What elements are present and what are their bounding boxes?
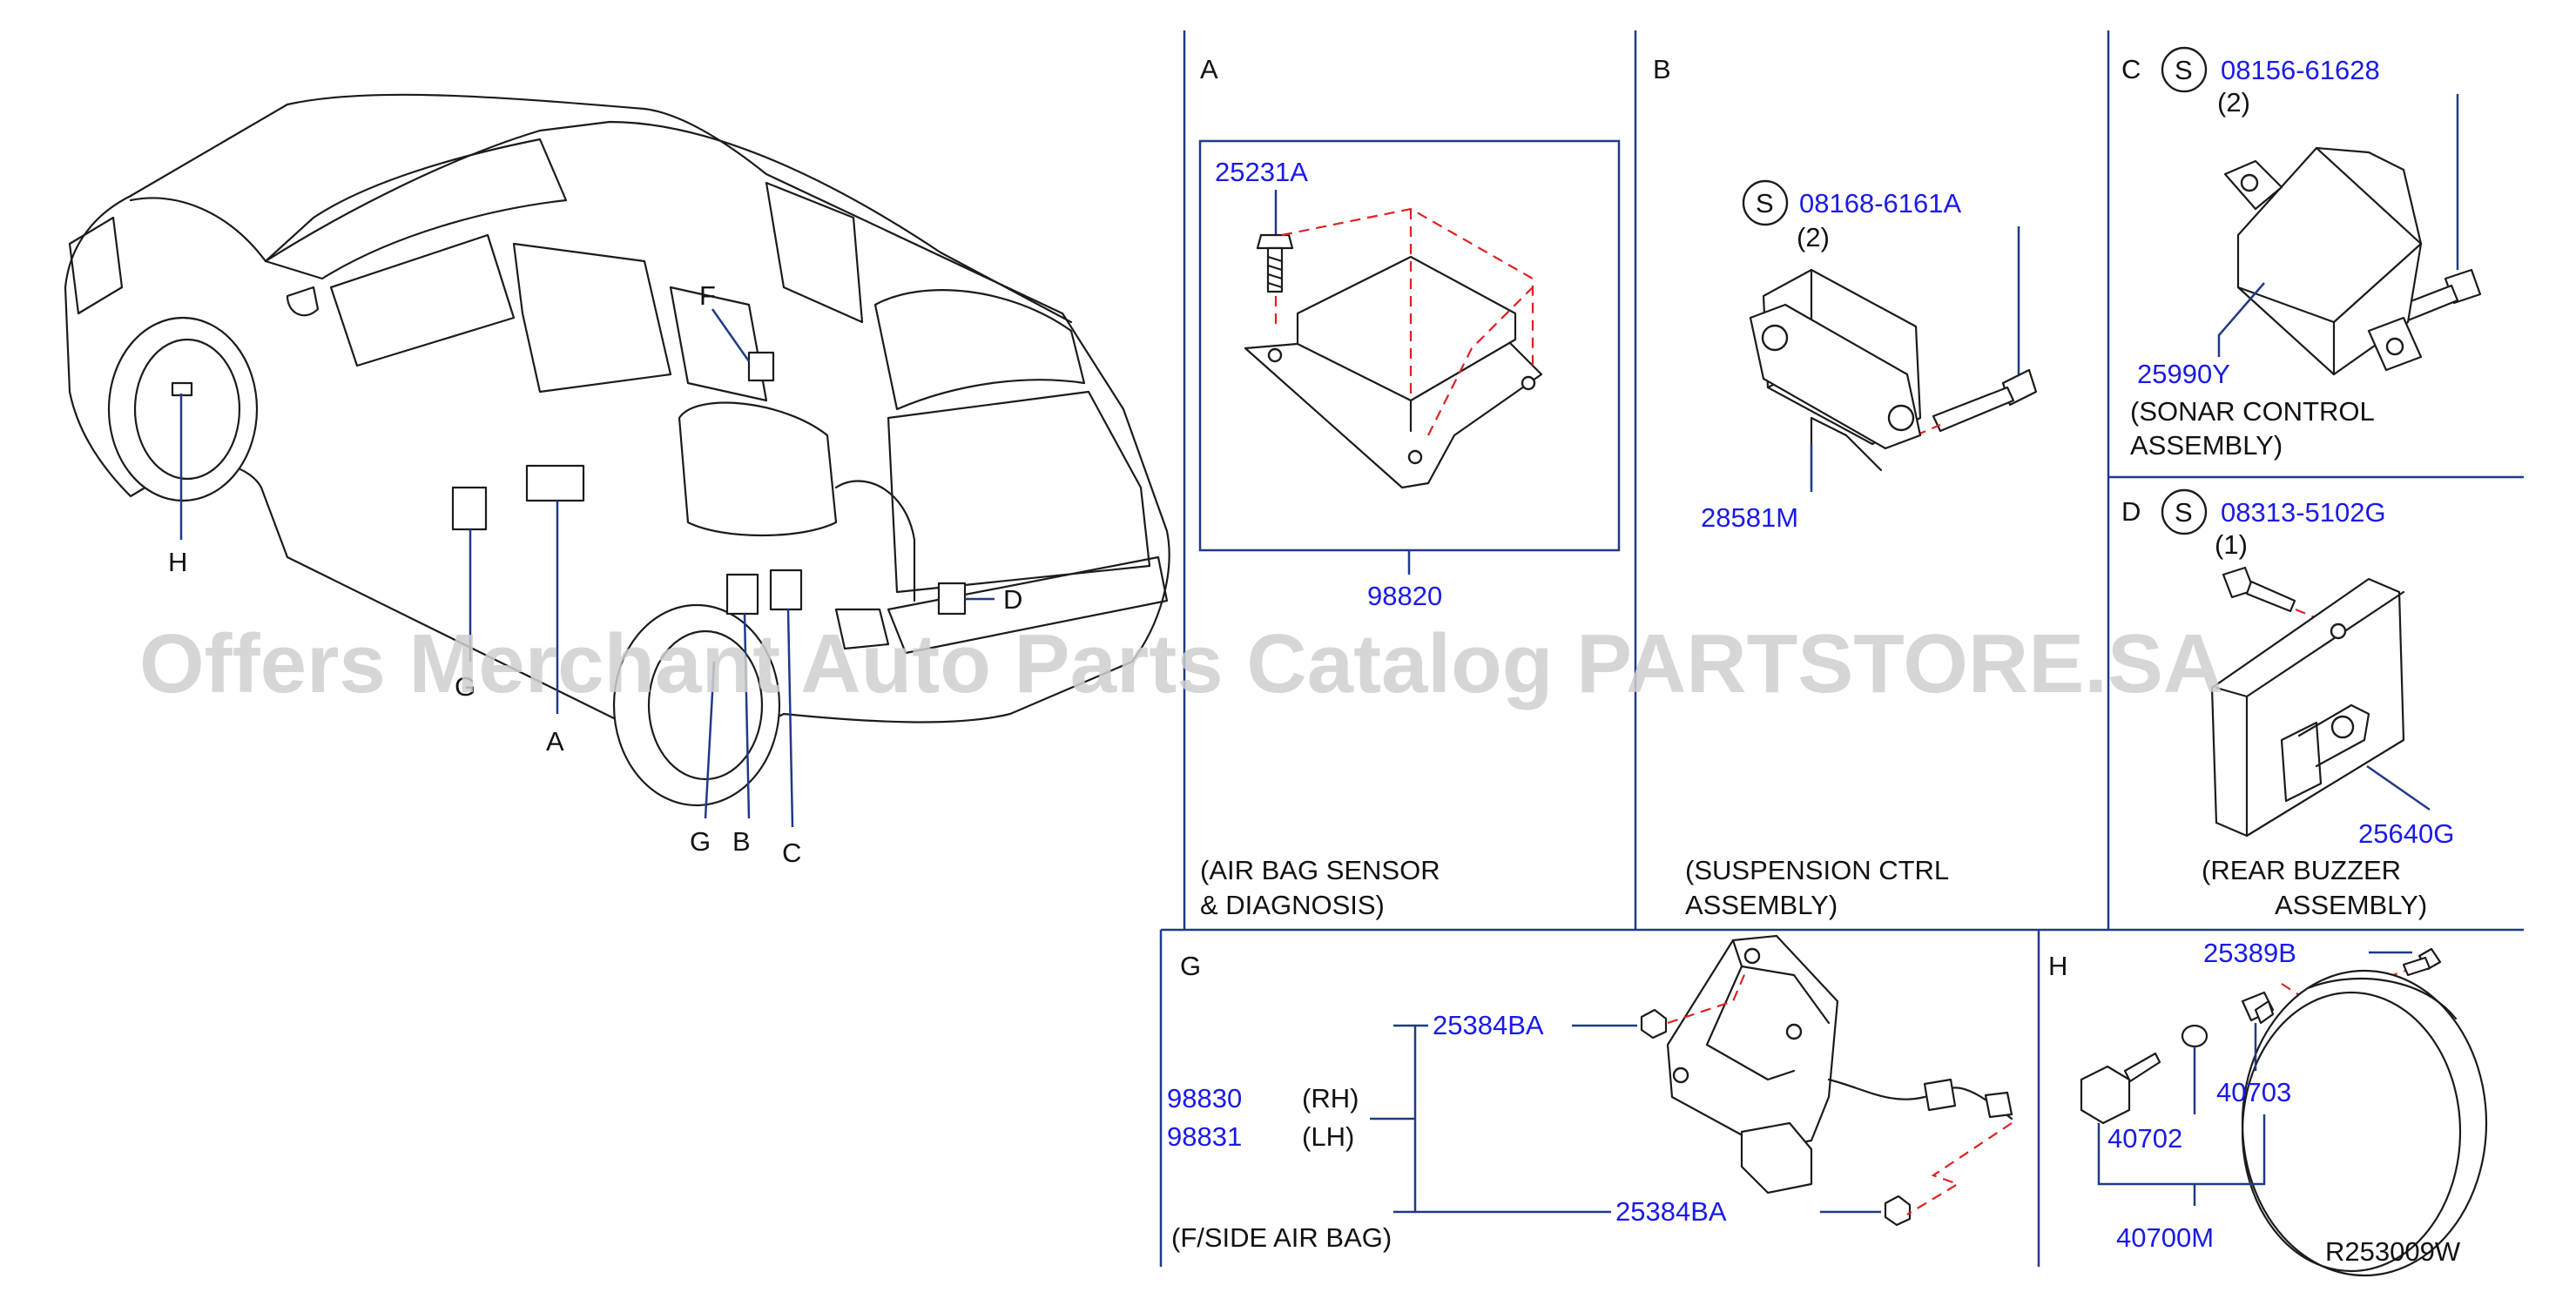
callout-a: A [546, 726, 564, 757]
part-40703: 40703 [2216, 1077, 2291, 1107]
part-25990Y: 25990Y [2137, 359, 2230, 389]
callout-f: F [699, 280, 716, 311]
s-symbol-c [2161, 46, 2208, 93]
panel-g-caption: (F/SIDE AIR BAG) [1171, 1222, 1392, 1253]
panel-d-letter: D [2121, 496, 2141, 527]
sonar-control-module-icon [2223, 146, 2423, 376]
module-c-box [769, 569, 803, 611]
callout-g-upper: G [455, 671, 475, 702]
watermark-text: Offers Merchant Auto Parts Catalog PARTS… [139, 617, 2223, 710]
grommet-icon [2181, 1024, 2208, 1048]
wheel-rim-icon [2241, 969, 2488, 1277]
callout-h: H [168, 547, 187, 577]
side-rh: (RH) [1302, 1083, 1359, 1114]
part-25389B: 25389B [2203, 938, 2296, 968]
tire-pressure-sensor-icon [2080, 1052, 2161, 1125]
callout-d: D [1003, 584, 1022, 615]
panel-h: H 25389B 40703 40702 407 [2048, 938, 2488, 1277]
part-28581M: 28581M [1701, 502, 1798, 533]
panel-g: G 98830 (RH) 98831 (LH) 25384BA 25384BA … [1167, 934, 2013, 1253]
s-symbol-d-text: S [2175, 497, 2193, 528]
valve-stem-icon [2241, 991, 2275, 1025]
bolt-icon [2222, 566, 2317, 620]
rear-buzzer-icon [2210, 577, 2405, 838]
panel-h-letter: H [2048, 951, 2067, 981]
panel-c-letter: C [2121, 54, 2141, 84]
panel-c-caption-1: (SONAR CONTROL [2130, 396, 2375, 427]
screw-08156-61628: 08156-61628 [2221, 55, 2380, 85]
part-98831: 98831 [1167, 1121, 1242, 1152]
bolt-icon [1915, 368, 2038, 437]
bolt-icon [2368, 268, 2482, 332]
module-b-box [725, 573, 759, 616]
s-symbol-b-text: S [1756, 188, 1774, 219]
panel-b-letter: B [1653, 54, 1671, 84]
part-40700M: 40700M [2116, 1222, 2214, 1253]
callout-g-lower: G [690, 826, 711, 857]
panel-b-caption-2: ASSEMBLY) [1685, 890, 1838, 920]
bolt-icon [1256, 233, 1294, 293]
panel-a-caption-2: & DIAGNOSIS) [1200, 890, 1385, 920]
vehicle-callouts: F H D G A B C G [168, 280, 1022, 868]
part-40702: 40702 [2107, 1123, 2182, 1154]
screw-08168-6161A: 08168-6161A [1799, 188, 1961, 219]
screw-08313-5102G: 08313-5102G [2221, 497, 2386, 528]
panel-b: B S 08168-6161A (2) 28581M (SUSPENSION C… [1653, 54, 2038, 920]
qty-d: (1) [2215, 529, 2248, 560]
panel-d: D S 08313-5102G (1) 25640G (REAR BUZZER … [2121, 488, 2454, 920]
part-25640G: 25640G [2358, 818, 2454, 849]
module-g-box [451, 486, 488, 531]
s-symbol-c-text: S [2175, 55, 2193, 85]
panel-c-caption-2: ASSEMBLY) [2130, 430, 2283, 461]
panel-a: A 25231A 98820 (AIR BAG SENSOR & DIAGNOS… [1198, 54, 1621, 920]
callout-b-upper: B [732, 826, 751, 857]
part-25384BA-upper: 25384BA [1433, 1010, 1544, 1040]
diagram-code: R253009W [2325, 1236, 2461, 1267]
s-symbol-b [1742, 179, 1789, 226]
module-d-box [937, 582, 967, 616]
part-98820: 98820 [1367, 581, 1442, 611]
part-25231A: 25231A [1215, 157, 1308, 187]
qty-c: (2) [2217, 87, 2250, 118]
suspension-ctrl-module-icon [1749, 268, 1922, 489]
part-98830: 98830 [1167, 1083, 1242, 1114]
vehicle-illustration [64, 93, 1170, 828]
airbag-sensor-unit-icon [1244, 207, 1543, 489]
s-symbol-d [2161, 488, 2208, 535]
module-a-box [525, 464, 585, 502]
qty-b: (2) [1797, 222, 1830, 252]
panel-d-caption-1: (REAR BUZZER [2202, 855, 2401, 885]
panel-c: C S 08156-61628 (2) 25990Y (SONAR CONTRO… [2121, 46, 2482, 461]
part-25384BA-lower: 25384BA [1615, 1196, 1727, 1227]
module-h-box [171, 381, 193, 397]
panel-a-caption-1: (AIR BAG SENSOR [1200, 855, 1440, 885]
side-lh: (LH) [1302, 1121, 1354, 1152]
panel-b-caption-1: (SUSPENSION CTRL [1685, 855, 1949, 885]
side-airbag-sensor-icon [1666, 934, 2013, 1215]
nut-icon [1640, 1008, 1668, 1040]
nut-icon [1884, 1194, 1912, 1227]
callout-c: C [782, 838, 801, 868]
panel-d-caption-2: ASSEMBLY) [2275, 890, 2427, 920]
module-f-box [747, 351, 775, 382]
panel-g-letter: G [1180, 951, 1201, 981]
panel-a-letter: A [1200, 54, 1218, 84]
panel-borders [1159, 30, 2524, 1267]
